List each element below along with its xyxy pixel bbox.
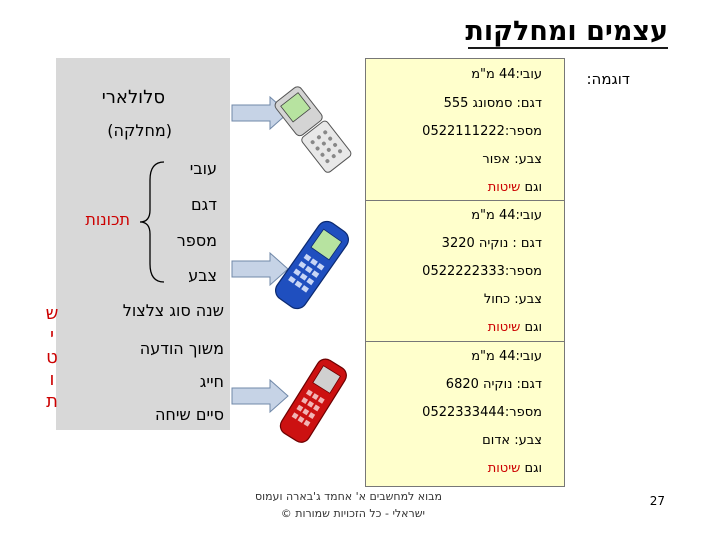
gray-phone-image — [262, 82, 362, 177]
methods-label-char-3: ט — [42, 347, 62, 368]
methods-label-char-1: ש — [42, 303, 62, 324]
object-divider-1 — [366, 200, 564, 201]
example-label: דוגמה: — [587, 70, 631, 88]
object3-model: דגם: נוקיה 6820 — [446, 377, 542, 392]
method-end-call: סיים שיחה — [155, 405, 224, 424]
object3-number: מספר:0522333444 — [422, 405, 542, 420]
object2-color: צבע: כחול — [484, 292, 542, 307]
object1-model: דגם: סמסונג 555 — [444, 96, 542, 111]
object1-methods: וגם שיטות — [488, 180, 542, 195]
methods-label-char-2: י — [42, 325, 62, 346]
property-color: צבע — [188, 266, 217, 285]
object3-thickness: עובי:44 מ"מ — [471, 349, 542, 364]
method-get-message: משוך הודעה — [140, 339, 224, 358]
class-subtitle: (מחלקה) — [107, 121, 172, 140]
title-underline — [468, 47, 668, 49]
object-divider-2 — [366, 341, 564, 342]
property-thickness: עובי — [190, 159, 217, 178]
object3-methods: וגם שיטות — [488, 461, 542, 476]
properties-brace — [138, 160, 168, 284]
footer-credit-line1: מבוא למחשבים א' אחמד ג'בארה ועמוס — [255, 490, 442, 503]
object2-thickness: עובי:44 מ"מ — [471, 208, 542, 223]
page-number: 27 — [650, 494, 665, 508]
objects-box: עובי:44 מ"מ דגם: סמסונג 555 מספר:0522111… — [365, 58, 565, 487]
method-dial: חייג — [200, 372, 224, 391]
object2-methods: וגם שיטות — [488, 320, 542, 335]
object2-number: מספר:0522222333 — [422, 264, 542, 279]
property-number: מספר — [177, 231, 217, 250]
object3-color: צבע: אדום — [482, 433, 542, 448]
object2-model: דגם : נוקיה 3220 — [442, 236, 542, 251]
red-phone-image — [262, 353, 362, 448]
slide-title: עצמים ומחלקות — [465, 16, 668, 47]
object1-number: מספר:0522111222 — [422, 124, 542, 139]
methods-label-char-5: ת — [42, 391, 62, 412]
properties-label: תכונות — [85, 210, 130, 229]
object1-color: צבע: אפור — [482, 152, 542, 167]
method-change-ringtone: שנה סוג צלצול — [123, 301, 224, 320]
property-model: דגם — [191, 195, 217, 214]
object1-thickness: עובי:44 מ"מ — [471, 67, 542, 82]
blue-phone-image — [262, 215, 362, 315]
footer-credit-line2: ישראלי - כל הזכויות שמורות © — [281, 507, 425, 520]
methods-label-char-4: ו — [42, 369, 62, 390]
class-name: סלולארי — [102, 87, 165, 108]
